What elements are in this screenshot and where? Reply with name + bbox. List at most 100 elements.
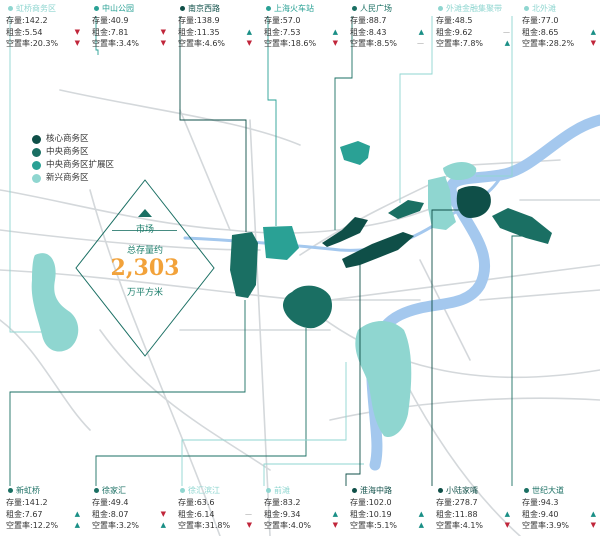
vacancy-value: 18.6% — [290, 39, 317, 48]
rent-label: 租金: — [522, 27, 541, 37]
stock-value: 40.9 — [110, 16, 129, 25]
market-unit: 万平方米 — [126, 288, 163, 298]
vacancy-row: 空置率:12.2% ▲ — [6, 520, 86, 532]
district-name: 外滩金融集聚带 — [446, 4, 502, 13]
rent-label: 租金: — [6, 27, 25, 37]
market-subtitle: 总存量约 — [126, 246, 163, 256]
district-dot — [438, 488, 443, 493]
vacancy-row: 空置率:3.9%▼ — [522, 520, 600, 532]
stock-value: 88.7 — [368, 16, 387, 25]
rent-trend-icon: ▲ — [590, 509, 596, 518]
district-dot — [8, 488, 13, 493]
district-dot — [524, 488, 529, 493]
legend-item-central: 中央商务区 — [32, 146, 114, 159]
vacancy-value: 31.8% — [204, 521, 231, 530]
stock-label: 存量: — [350, 16, 369, 25]
rent-trend-icon: ▼ — [160, 509, 166, 518]
stock-row: 存量:57.0 — [264, 15, 344, 27]
legend-swatch — [32, 148, 41, 157]
rent-label: 租金: — [178, 27, 197, 37]
rent-label: 租金: — [264, 27, 283, 37]
vacancy-trend-icon: ▼ — [246, 39, 252, 47]
rent-row: 租金:11.35▲ — [178, 27, 258, 39]
district-name: 北外滩 — [532, 4, 556, 13]
vacancy-value: 20.3% — [32, 39, 59, 48]
map-legend: 核心商务区 中央商务区 中央商务区扩展区 新兴商务区 — [32, 133, 114, 185]
vacancy-row: 空置率:8.5%— — [350, 38, 430, 50]
vacancy-row: 空置率:3.2%▲ — [92, 520, 172, 532]
stock-label: 存量: — [178, 16, 197, 25]
rent-trend-icon: ▲ — [74, 509, 80, 518]
legend-item-central-ext: 中央商务区扩展区 — [32, 159, 114, 172]
rent-label: 租金: — [6, 509, 25, 519]
vacancy-trend-icon: ▲ — [74, 521, 80, 529]
vacancy-label: 空置率: — [350, 521, 377, 530]
district-xujiahui-shape — [283, 285, 333, 329]
rent-row: 租金:9.62— — [436, 27, 516, 39]
district-dot — [352, 6, 357, 11]
rent-row: 租金:5.54▼ — [6, 27, 86, 39]
rent-label: 租金: — [264, 509, 283, 519]
stock-value: 48.5 — [454, 16, 473, 25]
vacancy-row: 空置率:31.8%▼ — [178, 520, 258, 532]
rent-trend-icon: — — [245, 509, 252, 518]
district-name: 中山公园 — [102, 4, 134, 13]
district-nanjingxi-shape — [322, 217, 368, 247]
vacancy-label: 空置率: — [522, 521, 549, 530]
rent-value: 9.40 — [540, 509, 559, 519]
vacancy-label: 空置率: — [178, 521, 205, 530]
stock-label: 存量: — [350, 498, 369, 507]
district-xuhui-shape — [355, 321, 412, 438]
legend-item-emerging: 新兴商务区 — [32, 172, 114, 185]
stock-label: 存量: — [178, 498, 197, 507]
vacancy-value: 12.2% — [32, 521, 59, 530]
stock-value: 94.3 — [540, 498, 559, 507]
stock-value: 278.7 — [454, 498, 478, 507]
rent-row: 租金:10.19▲ — [350, 509, 430, 521]
district-zhongshan-shape — [263, 226, 299, 260]
stock-row: 存量:77.0 — [522, 15, 600, 27]
vacancy-trend-icon: — — [417, 39, 424, 47]
vacancy-row: 空置率:28.2%▼ — [522, 38, 600, 50]
district-dot — [438, 6, 443, 11]
rent-label: 租金: — [92, 509, 111, 519]
stock-label: 存量: — [436, 16, 455, 25]
district-bund-north-shape — [443, 162, 477, 180]
rent-row: 租金:6.14— — [178, 509, 258, 521]
vacancy-value: 3.9% — [548, 521, 570, 530]
rent-trend-icon: ▲ — [590, 27, 596, 36]
stock-value: 141.2 — [24, 498, 48, 507]
stock-row: 存量:49.4 — [92, 497, 172, 509]
rent-trend-icon: ▼ — [160, 27, 166, 36]
district-name: 人民广场 — [360, 4, 392, 13]
rent-value: 10.19 — [368, 509, 392, 519]
rent-value: 8.65 — [540, 27, 559, 37]
stock-label: 存量: — [264, 16, 283, 25]
legend-label: 中央商务区 — [46, 147, 89, 157]
market-title: 市场 — [135, 225, 154, 235]
legend-swatch — [32, 161, 41, 170]
vacancy-trend-icon: ▼ — [160, 39, 166, 47]
stock-value: 102.0 — [368, 498, 392, 507]
district-shapes — [31, 141, 552, 438]
rent-value: 7.81 — [110, 27, 129, 37]
rent-value: 11.88 — [454, 509, 478, 519]
district-name: 新虹桥 — [16, 486, 40, 495]
rent-value: 7.67 — [24, 509, 43, 519]
stock-row: 存量:138.9 — [178, 15, 258, 27]
stock-value: 77.0 — [540, 16, 559, 25]
vacancy-row: 空置率:18.6%▼ — [264, 38, 344, 50]
district-dot — [266, 6, 271, 11]
district-peoplesq-shape — [388, 200, 424, 219]
vacancy-label: 空置率: — [6, 521, 33, 530]
stock-row: 存量:63.6 — [178, 497, 258, 509]
rent-trend-icon: ▲ — [504, 509, 510, 518]
rent-label: 租金: — [436, 509, 455, 519]
district-jingan-shape — [230, 232, 258, 298]
stock-row: 存量:94.3 — [522, 497, 600, 509]
